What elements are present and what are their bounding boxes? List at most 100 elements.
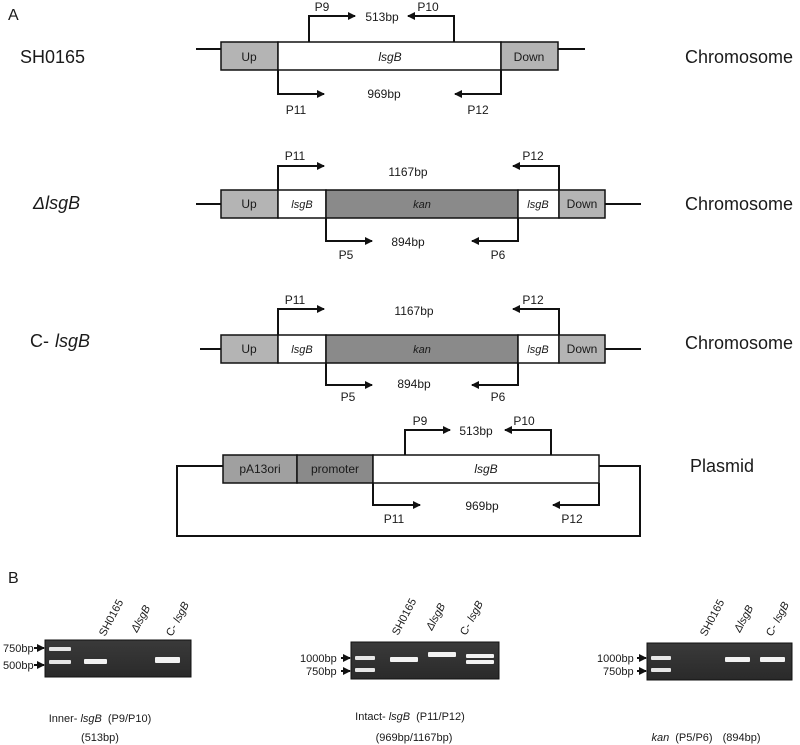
svg-text:750bp: 750bp: [3, 643, 34, 655]
primer-p11-arrow: [372, 483, 421, 509]
svg-text:lsgB: lsgB: [291, 199, 312, 211]
svg-text:Down: Down: [567, 342, 598, 356]
primer-p5-arrow: [325, 363, 373, 389]
svg-text:P9: P9: [413, 414, 428, 428]
svg-text:1000bp: 1000bp: [300, 653, 337, 665]
svg-text:500bp: 500bp: [3, 660, 34, 672]
sh0165-name: SH0165: [20, 47, 85, 67]
svg-text:promoter: promoter: [311, 462, 359, 476]
svg-text:P11: P11: [285, 293, 306, 307]
down-region: [558, 334, 606, 364]
svg-text:pA13ori: pA13ori: [239, 462, 280, 476]
ladder-band: [651, 656, 671, 660]
svg-text:Down: Down: [567, 197, 598, 211]
ladder-band: [49, 660, 71, 664]
svg-text:P6: P6: [491, 390, 506, 404]
complement-name: C-lsgB: [30, 331, 90, 351]
svg-text:P11: P11: [384, 512, 405, 526]
lsgb-gene: [277, 41, 502, 71]
promoter-region: [296, 454, 374, 484]
complement-location: Chromosome: [685, 333, 793, 353]
svg-text:(969bp/1167bp): (969bp/1167bp): [376, 732, 453, 744]
panel-a-label: A: [8, 7, 19, 24]
svg-text:SH0165: SH0165: [698, 598, 727, 639]
primer-p11-arrow: [277, 70, 325, 98]
svg-text:kan: kan: [413, 344, 431, 356]
mutant-location: Chromosome: [685, 194, 793, 214]
svg-text:ΔlsgB: ΔlsgB: [129, 603, 154, 635]
svg-text:969bp: 969bp: [367, 87, 401, 101]
primer-p6-arrow: [471, 218, 519, 245]
svg-text:P12: P12: [522, 293, 544, 307]
svg-text:Up: Up: [241, 342, 257, 356]
gel-kan: SH0165 ΔlsgB C-lsgB 1000bp 750bp kan(P5/…: [597, 598, 793, 744]
primer-p12-arrow: [512, 162, 560, 190]
complement-construct: C-lsgB Chromosome Up lsgB kan lsgB Down …: [30, 293, 793, 404]
sample-band: [725, 657, 750, 662]
gel-caption: Inner-lsgB(P9/P10): [49, 713, 152, 725]
svg-text:Up: Up: [241, 197, 257, 211]
svg-text:ΔlsgB: ΔlsgB: [732, 603, 757, 635]
plasmid-construct: Plasmid pA13ori promoter lsgB P9 P10 513…: [176, 414, 754, 537]
lsgb-gene: [372, 454, 600, 484]
svg-text:lsgB: lsgB: [527, 344, 548, 356]
up-region: [220, 189, 279, 219]
pa13ori-region: [222, 454, 298, 484]
svg-text:513bp: 513bp: [365, 10, 399, 24]
kan-cassette: [325, 189, 519, 219]
primer-p12-arrow: [512, 305, 560, 335]
svg-text:1167bp: 1167bp: [394, 304, 433, 318]
sample-band: [428, 652, 456, 657]
svg-text:SH0165: SH0165: [390, 597, 419, 638]
svg-text:C-lsgB: C-lsgB: [164, 600, 192, 638]
svg-text:P12: P12: [467, 103, 489, 117]
svg-text:C-lsgB: C-lsgB: [458, 599, 486, 637]
svg-text:Up: Up: [241, 50, 257, 64]
svg-text:969bp: 969bp: [465, 499, 499, 513]
sample-band: [466, 660, 494, 664]
sample-band: [760, 657, 785, 662]
lsgb-fragment-right: [517, 334, 560, 364]
plasmid-location: Plasmid: [690, 456, 754, 476]
lsgb-fragment-right: [517, 189, 560, 219]
svg-text:Down: Down: [514, 50, 545, 64]
svg-text:P11: P11: [286, 103, 307, 117]
primer-p12-arrow: [454, 70, 502, 98]
svg-text:P12: P12: [561, 512, 583, 526]
svg-text:513bp: 513bp: [459, 424, 493, 438]
svg-text:P10: P10: [513, 414, 535, 428]
ladder-band: [651, 668, 671, 672]
primer-p9-arrow: [404, 426, 451, 455]
lsgb-fragment-left: [277, 334, 327, 364]
svg-text:C-lsgB: C-lsgB: [764, 600, 792, 638]
svg-text:1167bp: 1167bp: [388, 165, 427, 179]
svg-text:P12: P12: [522, 149, 544, 163]
gel-inner-lsgb: SH0165 ΔlsgB C-lsgB 750bp 500bp Inner-ls…: [3, 598, 192, 744]
panel-b-label: B: [8, 570, 19, 587]
down-region: [558, 189, 606, 219]
sh0165-location: Chromosome: [685, 47, 793, 67]
sample-band: [155, 657, 180, 663]
gel-caption: kan(P5/P6)(894bp): [652, 732, 761, 744]
primer-p5-arrow: [325, 218, 373, 245]
svg-text:lsgB: lsgB: [291, 344, 312, 356]
svg-text:894bp: 894bp: [391, 235, 425, 249]
svg-text:ΔlsgB: ΔlsgB: [424, 601, 449, 633]
ladder-band: [355, 656, 375, 660]
primer-p11-arrow: [277, 305, 325, 335]
svg-text:750bp: 750bp: [306, 666, 337, 678]
mutant-construct: ΔlsgB Chromosome Up lsgB kan lsgB Down P…: [32, 149, 793, 262]
svg-text:P5: P5: [341, 390, 356, 404]
svg-text:kan: kan: [413, 199, 431, 211]
gel-intact-lsgb: SH0165 ΔlsgB C-lsgB 1000bp 750bp Intact-…: [300, 597, 500, 744]
svg-text:P9: P9: [315, 0, 330, 14]
gel-caption: Intact-lsgB(P11/P12): [355, 711, 465, 723]
primer-p11-arrow: [277, 162, 325, 190]
primer-p6-arrow: [471, 363, 519, 389]
svg-text:lsgB: lsgB: [474, 462, 497, 476]
svg-text:1000bp: 1000bp: [597, 653, 634, 665]
svg-text:P11: P11: [285, 149, 306, 163]
svg-text:P10: P10: [417, 0, 439, 14]
sample-band: [390, 657, 418, 662]
